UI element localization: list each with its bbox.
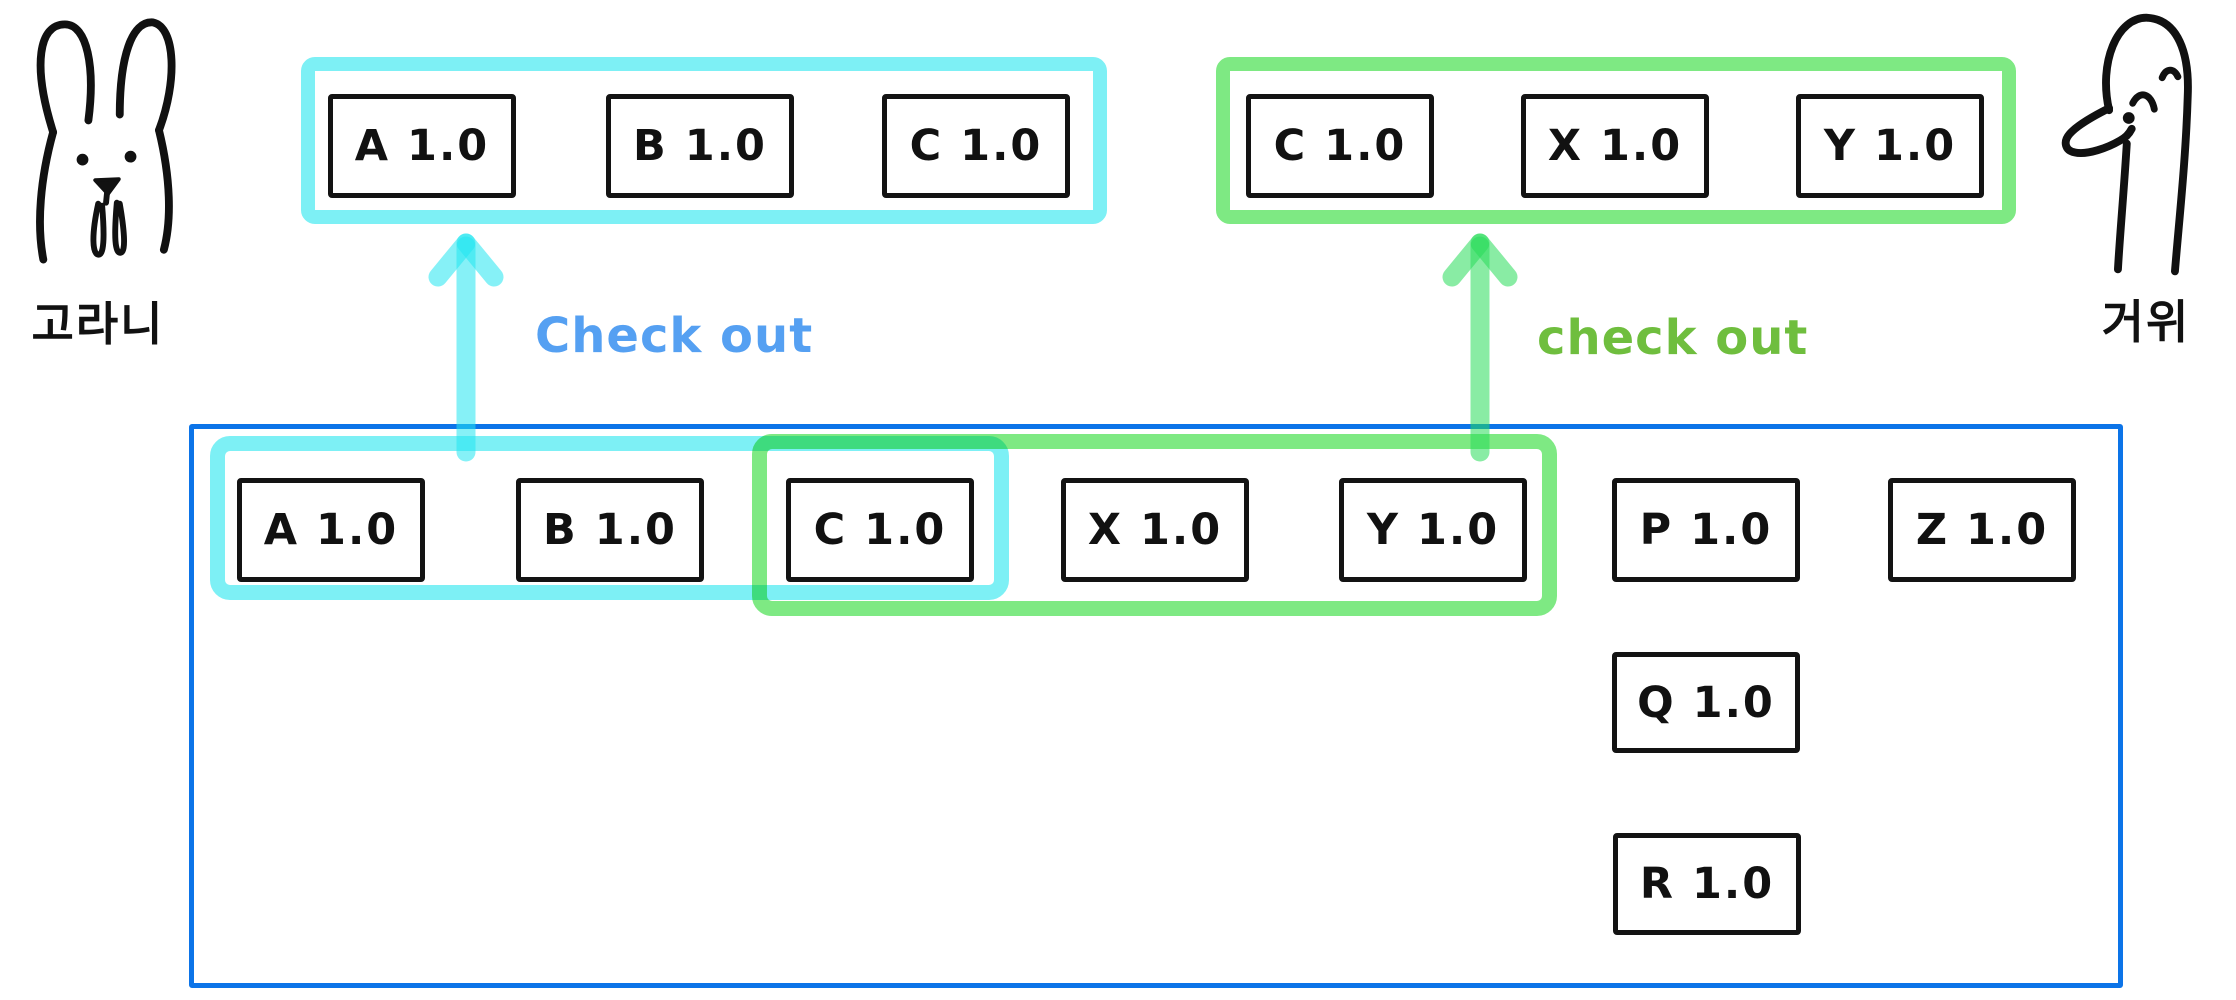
water-deer-icon — [36, 18, 176, 264]
actor-right-label: 거위 — [2101, 295, 2191, 349]
package-box: P 1.0 — [1612, 478, 1800, 582]
package-box: B 1.0 — [516, 478, 704, 582]
checkout-label-left: Check out — [535, 308, 814, 364]
package-box: C 1.0 — [882, 94, 1070, 198]
package-box: Z 1.0 — [1888, 478, 2076, 582]
actor-left-label: 고라니 — [31, 297, 165, 351]
checkout-label-right: check out — [1537, 310, 1809, 366]
package-box: A 1.0 — [328, 94, 516, 198]
green-selection-frame — [752, 434, 1557, 616]
package-box: C 1.0 — [1246, 94, 1434, 198]
package-box: X 1.0 — [1521, 94, 1709, 198]
package-box: X 1.0 — [1061, 478, 1249, 582]
package-box: B 1.0 — [606, 94, 794, 198]
package-box: R 1.0 — [1613, 833, 1801, 935]
package-box: Y 1.0 — [1339, 478, 1527, 582]
package-box: Y 1.0 — [1796, 94, 1984, 198]
goose-icon — [2061, 13, 2192, 276]
green-up-arrow — [1442, 233, 1518, 462]
repository-box — [189, 424, 2123, 988]
package-box: C 1.0 — [786, 478, 974, 582]
package-box: Q 1.0 — [1612, 652, 1800, 753]
package-box: A 1.0 — [237, 478, 425, 582]
cyan-up-arrow — [428, 233, 504, 462]
